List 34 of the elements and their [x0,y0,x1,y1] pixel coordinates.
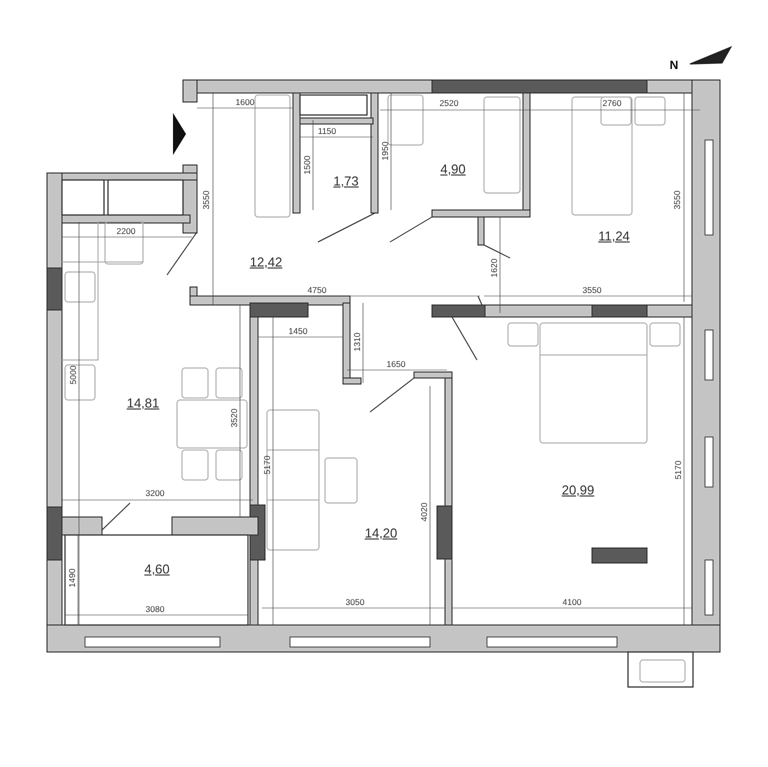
dimension-label: 3550 [582,286,602,294]
dimension-label: 2520 [440,98,458,108]
dimension-label: 3520 [230,408,238,428]
dimension-label: 1950 [380,142,390,160]
dimension-label: 2760 [602,98,622,108]
dimension-label: 3080 [146,604,164,614]
dimension-label: 4020 [420,502,428,522]
dimension-label: 1490 [68,568,76,588]
dimension-label: 1620 [490,258,498,278]
dimension-label: 4100 [562,598,582,606]
dimension-label: 5170 [674,460,682,480]
dimension-label: 1650 [386,360,406,368]
room-area-label: 14,81 [126,396,160,410]
dimension-label: 1150 [318,126,336,136]
dimension-label: 4750 [308,286,326,294]
north-label: N [670,59,678,71]
dimension-label: 5000 [68,366,78,384]
dimension-label: 1310 [352,332,362,352]
dimension-label: 3550 [672,190,682,210]
room-area-label: 11,24 [598,230,630,242]
room-area-label: 12,42 [250,256,282,268]
room-area-label: 4,90 [440,162,466,176]
dimension-label: 3200 [146,488,164,498]
dimension-label: 1500 [302,156,312,174]
room-area-label: 20,99 [562,484,594,496]
room-area-label: 1,73 [333,174,359,188]
dimension-label: 3050 [346,598,364,606]
room-area-label: 4,60 [144,562,170,576]
dimension-label: 1600 [236,98,254,106]
dimension-label: 3550 [202,190,210,210]
dimension-label: 2200 [116,226,136,236]
room-area-label: 14,20 [364,526,398,540]
dimension-label: 1450 [288,326,308,336]
dimension-label: 5170 [262,456,272,474]
